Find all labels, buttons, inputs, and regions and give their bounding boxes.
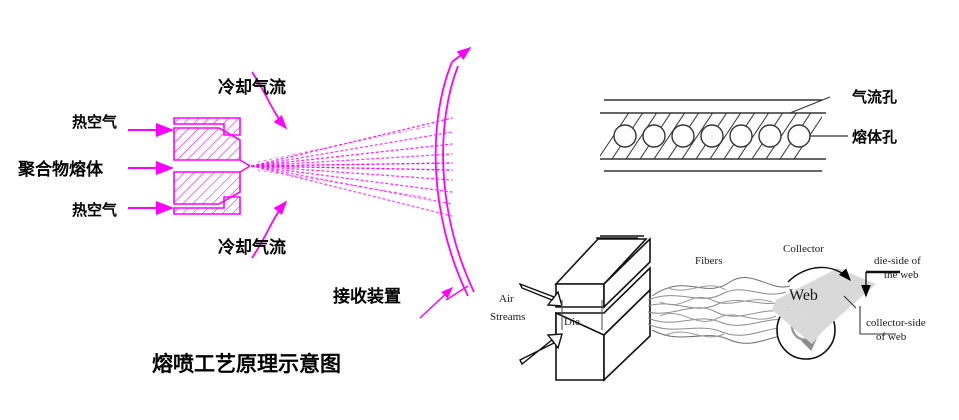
label-collector: Collector	[783, 243, 824, 255]
die-face-view	[600, 96, 848, 172]
process-3d-view	[518, 235, 900, 382]
fiber-spray-fan	[251, 117, 453, 217]
cooling-air-top-arrow	[251, 71, 288, 130]
air-holes-leader	[789, 96, 831, 114]
die-lower-lip	[173, 196, 241, 215]
air-stream-arrows	[518, 282, 563, 366]
label-die-side-line2: the web	[884, 269, 919, 281]
collector-direction-arrow	[451, 46, 472, 63]
melt-hole-row	[613, 124, 811, 148]
melt-hole	[729, 124, 753, 148]
label-cooling-air-bottom: 冷却气流	[218, 237, 286, 258]
melt-hole	[671, 124, 695, 148]
label-die-side-line1: die-side of	[874, 255, 921, 267]
collector-leader-arc	[787, 266, 851, 283]
label-collector-device: 接收装置	[333, 286, 401, 307]
collector-side-bracket	[843, 295, 896, 335]
die-front-face	[555, 283, 605, 308]
collector-arc	[419, 46, 475, 319]
collector-label-leader	[419, 286, 454, 319]
die-upper-box	[596, 237, 638, 239]
label-collector-side-line1: collector-side	[866, 317, 926, 329]
die-leader-lines	[561, 300, 603, 330]
die-side-face	[603, 237, 651, 309]
melt-hole	[642, 124, 666, 148]
die-side-bracket	[861, 270, 900, 298]
label-fibers: Fibers	[695, 255, 723, 267]
collector-arc-inner	[442, 65, 475, 293]
label-die: Die	[564, 316, 580, 328]
collector-leader	[445, 285, 469, 301]
air-stream-arrow-upper	[518, 282, 563, 307]
cooling-air-arrows	[251, 71, 288, 259]
web-sheet-lower	[772, 300, 824, 344]
air-stream-arrow-lower	[519, 333, 563, 366]
melt-hole	[758, 124, 782, 148]
fiber-streams	[647, 277, 791, 344]
label-hot-air-top: 热空气	[72, 113, 117, 131]
die-cross-section	[173, 117, 251, 215]
label-air-streams-line1: Air	[499, 293, 514, 305]
nozzle-tip-upper	[239, 159, 251, 167]
label-collector-side-line2: of web	[876, 331, 907, 343]
die-block-top	[554, 237, 651, 309]
label-air-streams-line2: Streams	[490, 311, 525, 323]
nozzle-tip-lower	[239, 165, 251, 173]
label-hot-air-bottom: 热空气	[72, 201, 117, 219]
melt-hole	[787, 124, 811, 148]
cooling-air-bottom-arrow	[251, 200, 288, 259]
die-face-rails	[600, 99, 826, 172]
die-lower-body	[173, 171, 241, 205]
label-cooling-air-top: 冷却气流	[218, 77, 286, 98]
label-air-holes: 气流孔	[851, 88, 897, 106]
label-polymer-melt: 聚合物熔体	[17, 159, 104, 180]
figure-title: 熔喷工艺原理示意图	[152, 352, 341, 376]
die-block-bottom	[555, 266, 651, 382]
melt-hole	[613, 124, 637, 148]
melt-hole	[700, 124, 724, 148]
label-melt-holes: 熔体孔	[852, 128, 897, 146]
web-sheet	[776, 268, 876, 330]
collector-arc-outer	[434, 61, 469, 297]
inlet-arrows	[128, 123, 174, 215]
label-web: Web	[789, 287, 818, 304]
